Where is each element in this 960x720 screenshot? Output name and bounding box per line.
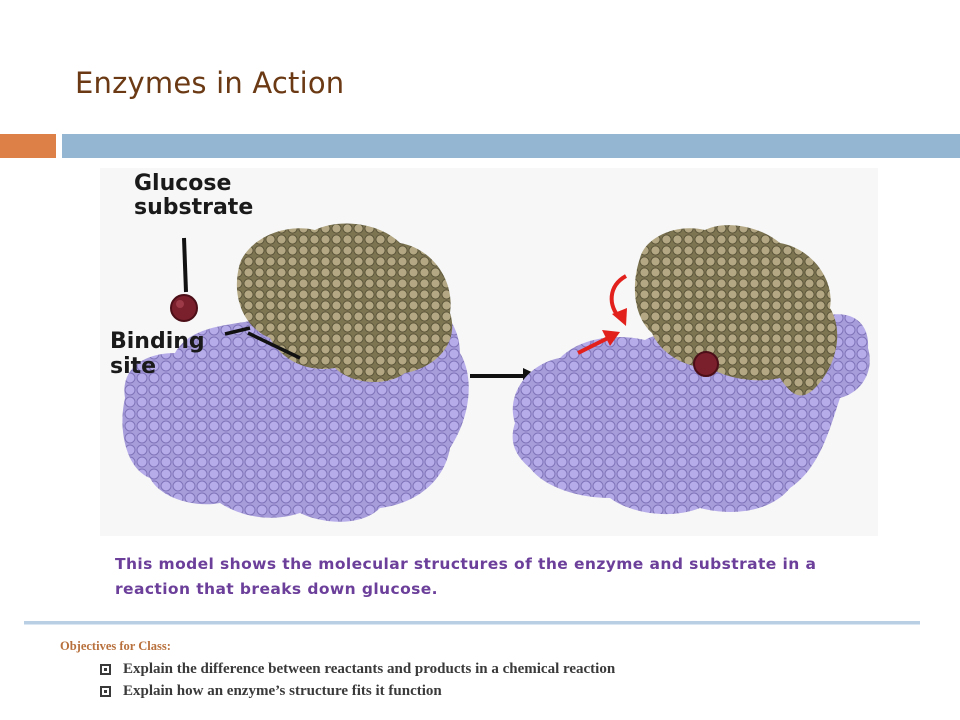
objectives-list: Explain the difference between reactants… (100, 658, 615, 702)
glucose-substrate-left (170, 294, 198, 322)
binding-site-pointer-lower (247, 331, 301, 360)
objectives-heading: Objectives for Class: (60, 639, 171, 653)
glucose-substrate-bound (693, 351, 719, 377)
induced-fit-arrow-curved-icon (609, 274, 628, 326)
slide-title: Enzymes in Action (75, 66, 345, 100)
label-substrate: substrate (134, 195, 253, 220)
objective-text: Explain how an enzyme’s structure fits i… (123, 682, 442, 699)
accent-bar-orange (0, 134, 56, 158)
glucose-highlight (176, 300, 184, 308)
list-item: Explain how an enzyme’s structure fits i… (100, 680, 615, 702)
enzyme-figure: Glucose substrate Binding site (100, 168, 878, 536)
induced-fit-arrow-straight-icon (577, 330, 620, 355)
section-divider (24, 621, 920, 625)
list-item: Explain the difference between reactants… (100, 658, 615, 680)
label-site: site (110, 354, 156, 379)
objective-text: Explain the difference between reactants… (123, 660, 616, 677)
square-bullet-icon (100, 663, 111, 675)
accent-bar-blue (62, 134, 960, 158)
enzyme-domain-left (236, 223, 453, 383)
figure-caption: This model shows the molecular structure… (115, 555, 817, 598)
label-binding: Binding (110, 329, 205, 354)
label-glucose: Glucose (134, 171, 231, 196)
enzyme-domain-right (634, 225, 838, 396)
square-bullet-icon (100, 685, 111, 697)
binding-site-pointer-upper (224, 326, 251, 336)
substrate-pointer-line (182, 237, 188, 293)
